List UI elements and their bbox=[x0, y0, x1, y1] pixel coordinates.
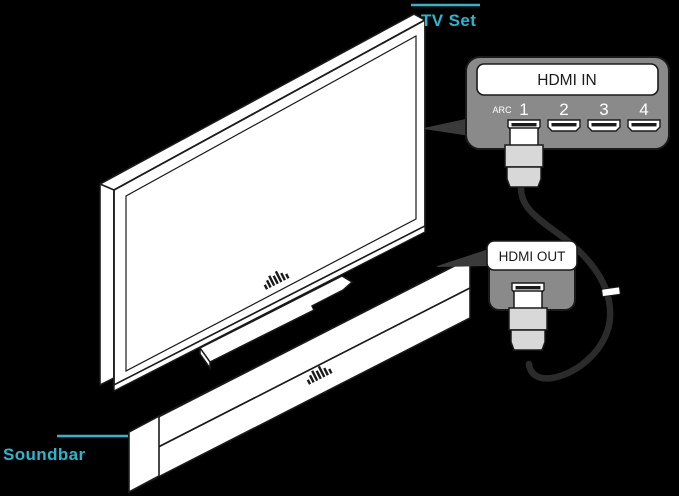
soundbar-label-group: Soundbar bbox=[3, 434, 128, 464]
hdmi-in-title-plate bbox=[476, 63, 659, 96]
hdmi-in-port-4-slot bbox=[631, 123, 657, 127]
tv-bottom-edge bbox=[113, 224, 426, 393]
hdmi-out-port-slot bbox=[515, 286, 541, 290]
soundbar-device bbox=[128, 256, 471, 494]
hdmi-cable-path bbox=[517, 184, 614, 382]
hdmi-in-port-4-number: 4 bbox=[639, 100, 648, 119]
soundbar-logo-mark bbox=[306, 365, 333, 385]
hdmi-in-port-3[interactable]: 3 bbox=[587, 100, 621, 132]
hdmi-in-port-1-number: 1 bbox=[519, 100, 528, 119]
hdmi-plug-top bbox=[504, 127, 544, 188]
hdmi-in-title: HDMI IN bbox=[537, 72, 596, 89]
hdmi-in-port-1-slot bbox=[511, 123, 537, 127]
tv-set-label: TV Set bbox=[421, 11, 476, 30]
leader-tv-to-hdmi-in bbox=[424, 118, 470, 136]
hdmi-plug-bottom-body bbox=[508, 307, 548, 331]
hdmi-out-title-plate bbox=[486, 240, 578, 271]
hdmi-in-port-2-number: 2 bbox=[559, 100, 568, 119]
hdmi-in-callout[interactable]: HDMI IN ARC 1 2 3 4 bbox=[465, 56, 670, 150]
hdmi-out-title: HDMI OUT bbox=[499, 249, 566, 264]
hdmi-in-port-arc-label: ARC bbox=[492, 105, 512, 115]
soundbar-label: Soundbar bbox=[3, 445, 86, 464]
tv-set-device bbox=[98, 13, 427, 393]
hdmi-plug-top-grip bbox=[506, 166, 542, 188]
tv-stand-base-top bbox=[198, 275, 354, 363]
tv-stand-base bbox=[198, 275, 354, 371]
tv-left-edge bbox=[99, 175, 115, 387]
soundbar-top-seam bbox=[158, 257, 471, 417]
hdmi-cable bbox=[517, 184, 621, 382]
hdmi-in-port-2[interactable]: 2 bbox=[547, 100, 581, 132]
soundbar-left-cap bbox=[128, 414, 160, 494]
hdmi-plug-top-tip bbox=[509, 127, 539, 147]
cable-tie-marker bbox=[601, 286, 621, 298]
tv-screen bbox=[125, 34, 417, 372]
leader-soundbar-to-hdmi-out bbox=[437, 248, 492, 267]
hdmi-in-port-3-slot bbox=[591, 123, 617, 127]
hdmi-plug-bottom-tip bbox=[513, 290, 543, 310]
hdmi-plug-bottom-grip bbox=[510, 329, 546, 351]
hdmi-plug-bottom bbox=[508, 290, 548, 351]
hdmi-in-port-2-slot bbox=[551, 123, 577, 127]
tv-set-label-group: TV Set bbox=[411, 3, 480, 30]
hdmi-out-callout[interactable]: HDMI OUT bbox=[486, 240, 578, 311]
hdmi-in-port-3-number: 3 bbox=[599, 100, 608, 119]
hdmi-plug-top-body bbox=[504, 144, 544, 168]
hdmi-in-port-4[interactable]: 4 bbox=[627, 100, 661, 132]
tv-stand-base-edge bbox=[199, 345, 211, 371]
tv-logo-mark bbox=[263, 270, 290, 290]
